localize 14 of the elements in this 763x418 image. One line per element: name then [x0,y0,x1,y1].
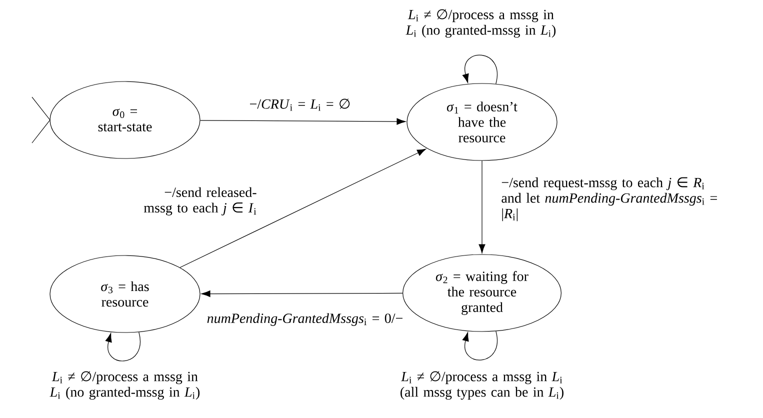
edge-label: L$_{i}$ ≠ ∅/process a mssg in L$_{i}$ (no granted-mssg in L$_{i}$) [50,371,200,400]
arrow [462,54,498,84]
edge-label: L$_{i}$ ≠ ∅/process a mssg in L$_{i}$ (all mssg types can be in L$_{i}$) [400,371,564,400]
edge-label: −/send released-mssg to each j ∈ I$_{i}$ [144,187,256,216]
arrow [462,330,498,360]
edge-label: L$_{i}$ ≠ ∅/process a mssg in L$_{i}$ (no granted-mssg in L$_{i}$) [406,9,556,38]
edge-label: −/CRU$_{i}$ = L$_{i}$ = ∅ [250,98,350,111]
arrow [105,332,141,362]
arrow [180,148,426,268]
arrow [201,290,403,298]
arrow [200,118,406,125]
arrow [478,160,486,254]
edge-label: numPending-GrantedMssgs$_{i}$ = 0/− [207,313,402,326]
edge-label: −/send request-mssg to each j ∈ R$_{i}$ and let numPending-GrantedMssgs$_{i}$ = |R$_{i}$| [502,177,717,222]
